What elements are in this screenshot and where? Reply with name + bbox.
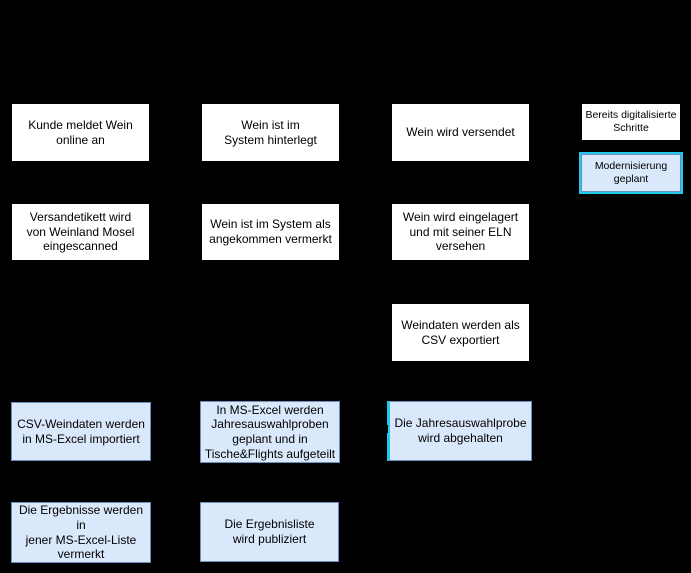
flow-node-weindaten-csv-export[interactable]: Weindaten werden als CSV exportiert (391, 303, 530, 362)
flow-node-label: Wein wird eingelagert und mit seiner ELN… (402, 210, 519, 254)
flow-node-excel-jahresauswahlproben-planung[interactable]: In MS-Excel werden Jahresauswahlproben g… (200, 401, 340, 463)
flow-node-wein-im-system-hinterlegt[interactable]: Wein ist im System hinterlegt (201, 103, 340, 162)
flow-node-wein-angekommen-vermerkt[interactable]: Wein ist im System als angekommen vermer… (201, 203, 340, 261)
flow-node-wein-eingelagert-eln[interactable]: Wein wird eingelagert und mit seiner ELN… (391, 203, 530, 261)
legend-label: Modernisierung geplant (594, 159, 668, 185)
flow-node-label: Versandetikett wird von Weinland Mosel e… (26, 210, 135, 254)
flow-node-kunde-meldet-wein[interactable]: Kunde meldet Wein online an (11, 103, 150, 162)
flow-node-label: Die Jahresauswahlprobe wird abgehalten (394, 416, 527, 445)
flow-node-label: Die Ergebnisliste wird publiziert (224, 517, 315, 546)
flow-node-label: Kunde meldet Wein online an (28, 117, 133, 147)
flow-node-ergebnisse-in-excel-vermerkt[interactable]: Die Ergebnisse werden in jener MS-Excel-… (11, 502, 151, 563)
flow-node-jahresauswahlprobe-abgehalten[interactable]: Die Jahresauswahlprobe wird abgehalten (387, 401, 532, 461)
flow-node-label: In MS-Excel werden Jahresauswahlproben g… (204, 402, 336, 461)
legend-item-modernisierung-geplant[interactable]: Modernisierung geplant (579, 152, 683, 194)
flow-node-label: Wein wird versendet (406, 125, 515, 140)
flow-node-wein-wird-versendet[interactable]: Wein wird versendet (391, 103, 530, 162)
arrowhead-remnant (385, 425, 388, 433)
flow-node-csv-import-excel[interactable]: CSV-Weindaten werden in MS-Excel importi… (11, 402, 151, 461)
flow-node-ergebnisliste-publiziert[interactable]: Die Ergebnisliste wird publiziert (200, 502, 339, 562)
flow-node-versandetikett-eingescanned[interactable]: Versandetikett wird von Weinland Mosel e… (11, 203, 150, 261)
legend-label: Bereits digitalisierte Schritte (585, 108, 677, 134)
flow-node-label: Weindaten werden als CSV exportiert (401, 317, 520, 347)
flow-node-label: Wein ist im System als angekommen vermer… (209, 217, 332, 246)
flow-node-label: Wein ist im System hinterlegt (224, 117, 317, 147)
flow-node-label: Die Ergebnisse werden in jener MS-Excel-… (18, 503, 144, 562)
flow-node-label: CSV-Weindaten werden in MS-Excel importi… (17, 416, 145, 446)
legend-item-digitalisierte-schritte[interactable]: Bereits digitalisierte Schritte (581, 103, 681, 141)
